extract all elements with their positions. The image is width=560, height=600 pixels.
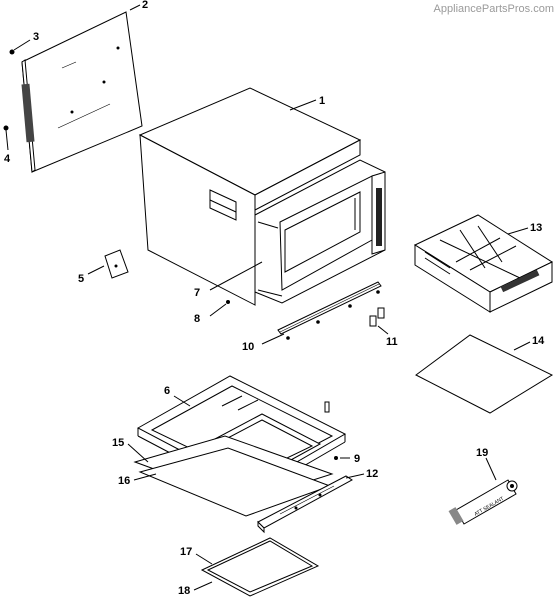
callout-3: 3 <box>33 31 39 43</box>
part-2-back-panel[interactable] <box>21 11 143 173</box>
part-14-sheet[interactable] <box>415 334 554 414</box>
callout-6: 6 <box>164 385 170 397</box>
part-13-tray[interactable] <box>413 214 554 313</box>
part-12-front-rail[interactable] <box>257 475 353 534</box>
callout-14: 14 <box>532 335 545 347</box>
part-3-screw[interactable] <box>9 49 15 55</box>
callout-1: 1 <box>319 95 325 107</box>
callout-17: 17 <box>180 546 192 558</box>
part-11-clips[interactable] <box>369 307 385 327</box>
part-8-screw[interactable] <box>226 300 230 304</box>
callout-19: 19 <box>476 447 488 459</box>
callout-9: 9 <box>354 453 360 465</box>
callout-15: 15 <box>112 437 124 449</box>
part-9-screw[interactable] <box>334 456 338 460</box>
callout-8: 8 <box>194 313 200 325</box>
part-5-bracket[interactable] <box>104 249 129 279</box>
callout-11: 11 <box>386 336 398 348</box>
part-4-screw[interactable] <box>3 125 9 131</box>
callout-10: 10 <box>242 341 254 353</box>
front-frame-assembly[interactable] <box>254 159 386 304</box>
callout-16: 16 <box>118 475 130 487</box>
watermark-text: AppliancePartsPros.com <box>433 3 554 15</box>
callout-5: 5 <box>78 273 84 285</box>
callout-12: 12 <box>366 468 378 480</box>
callout-13: 13 <box>530 222 542 234</box>
part-10-rail[interactable] <box>277 281 382 340</box>
callout-4: 4 <box>4 153 11 165</box>
callout-7: 7 <box>194 287 200 299</box>
part-17-18-panel[interactable] <box>200 537 320 597</box>
callout-2: 2 <box>142 0 148 11</box>
part-19-sealant-tube[interactable]: ATT SEALANT <box>448 479 518 525</box>
part-1-cabinet[interactable] <box>138 87 362 306</box>
callout-18: 18 <box>178 585 190 597</box>
